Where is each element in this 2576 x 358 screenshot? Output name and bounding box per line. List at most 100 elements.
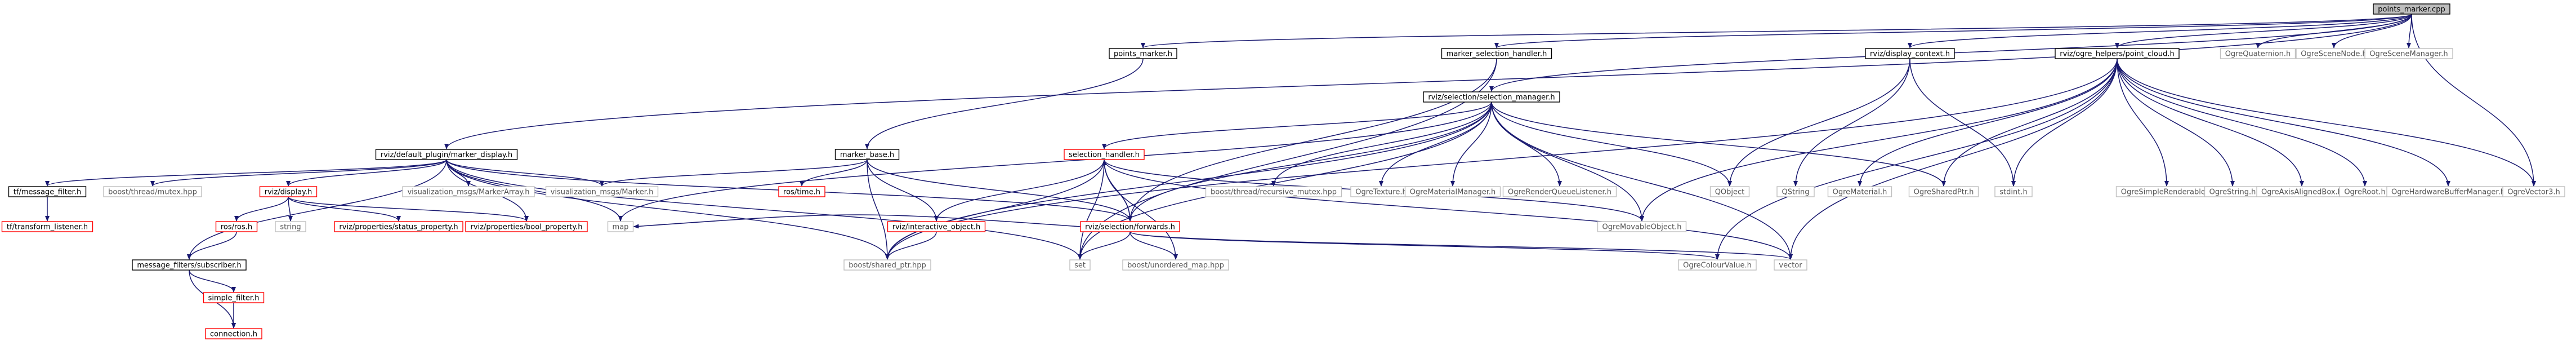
node-connection_h[interactable]: connection.h — [205, 328, 262, 339]
node-box-OgreMovableObject_h — [1597, 221, 1687, 232]
node-tf_transform_listener_h[interactable]: tf/transform_listener.h — [1, 221, 93, 232]
node-label-OgreColourValue_h: OgreColourValue.h — [1683, 262, 1752, 270]
edge-rviz_selection_selection_manager_h-to-OgreMovableObject_h — [1491, 101, 1644, 222]
node-box-boost_shared_ptr_hpp — [843, 259, 931, 271]
edge-rviz_selection_selection_manager_h-to-boost_thread_recursive_mutex_hpp — [1271, 101, 1492, 187]
edge-rviz_default_plugin_marker_display_h-to-boost_shared_ptr_hpp — [446, 159, 890, 260]
node-rviz_properties_status_property_h[interactable]: rviz/properties/status_property.h — [334, 221, 463, 232]
node-box-string — [275, 221, 306, 232]
node-points_marker_h[interactable]: points_marker.h — [1109, 48, 1177, 59]
edge-marker_base_h-to-rviz_selection_forwards_h — [867, 159, 1132, 222]
node-map: map — [607, 221, 634, 232]
node-OgreMaterial_h: OgreMaterial.h — [1827, 186, 1892, 197]
node-box-boost_thread_recursive_mutex_hpp — [1205, 186, 1342, 197]
node-marker_base_h[interactable]: marker_base.h — [834, 149, 900, 160]
node-label-boost_unordered_map_hpp: boost/unordered_map.hpp — [1127, 262, 1224, 270]
edge-rviz_selection_selection_manager_h-to-OgreTexture_h — [1379, 101, 1492, 187]
node-OgreSimpleRenderable_h: OgreSimpleRenderable.h — [2115, 186, 2218, 197]
edge-layer — [45, 14, 2536, 329]
node-label-points_marker_cpp: points_marker.cpp — [2378, 6, 2445, 14]
edge-marker_base_h-to-ros_time_h — [800, 159, 868, 187]
node-label-rviz_selection_selection_manager_h: rviz/selection/selection_manager.h — [1428, 94, 1555, 102]
node-rviz_display_context_h[interactable]: rviz/display_context.h — [1865, 48, 1955, 59]
node-points_marker_cpp[interactable]: points_marker.cpp — [2373, 3, 2450, 15]
edge-rviz_ogre_helpers_point_cloud_h-to-OgreVector3_h — [2117, 58, 2536, 187]
node-label-tf_transform_listener_h: tf/transform_listener.h — [7, 223, 88, 232]
edge-rviz_interactive_object_h-to-boost_shared_ptr_hpp — [885, 231, 937, 260]
edge-rviz_ogre_helpers_point_cloud_h-to-OgreRoot_h — [2117, 58, 2367, 187]
node-rviz_selection_selection_manager_h[interactable]: rviz/selection/selection_manager.h — [1423, 91, 1560, 103]
node-selection_handler_h[interactable]: selection_handler.h — [1064, 149, 1145, 160]
node-OgreAxisAlignedBox_h: OgreAxisAlignedBox.h — [2256, 186, 2347, 197]
edge-points_marker_cpp-to-OgreQuaternion_h — [2256, 14, 2412, 48]
edge-points_marker_cpp-to-rviz_default_plugin_marker_display_h — [444, 14, 2412, 149]
node-box-QString — [1776, 186, 1815, 197]
node-box-visualization_msgs_Marker_h — [545, 186, 659, 197]
edge-rviz_selection_selection_manager_h-to-set — [1078, 101, 1492, 260]
node-string: string — [275, 221, 306, 232]
edge-rviz_display_h-to-ros_ros_h — [234, 196, 289, 222]
node-rviz_display_h[interactable]: rviz/display.h — [259, 186, 318, 197]
node-label-OgreRenderQueueListener_h: OgreRenderQueueListener.h — [1508, 188, 1611, 197]
node-label-OgreMaterial_h: OgreMaterial.h — [1833, 188, 1887, 197]
edge-rviz_ogre_helpers_point_cloud_h-to-OgreAxisAlignedBox_h — [2117, 58, 2304, 187]
node-rviz_ogre_helpers_point_cloud_h[interactable]: rviz/ogre_helpers/point_cloud.h — [2055, 48, 2180, 59]
node-simple_filter_h[interactable]: simple_filter.h — [203, 292, 265, 303]
node-ros_time_h[interactable]: ros/time.h — [778, 186, 825, 197]
edge-rviz_ogre_helpers_point_cloud_h-to-OgreMaterial_h — [1858, 58, 2118, 187]
node-visualization_msgs_MarkerArray_h: visualization_msgs/MarkerArray.h — [402, 186, 535, 197]
node-OgreQuaternion_h: OgreQuaternion.h — [2220, 48, 2296, 59]
node-OgreVector3_h: OgreVector3.h — [2502, 186, 2565, 197]
node-QObject: QObject — [1709, 186, 1750, 197]
node-label-OgreMaterialManager_h: OgreMaterialManager.h — [1410, 188, 1496, 197]
edge-marker_base_h-to-visualization_msgs_Marker_h — [600, 159, 868, 187]
edge-rviz_selection_selection_manager_h-to-rviz_selection_forwards_h — [1128, 101, 1492, 222]
node-label-map: map — [613, 223, 629, 232]
node-box-points_marker_h — [1109, 48, 1177, 59]
node-box-marker_base_h — [834, 149, 900, 160]
node-set: set — [1069, 259, 1091, 271]
node-box-OgreColourValue_h — [1678, 259, 1757, 271]
edge-marker_selection_handler_h-to-rviz_selection_forwards_h — [1128, 58, 1497, 222]
node-tf_message_filter_h[interactable]: tf/message_filter.h — [8, 186, 87, 197]
edge-rviz_display_h-to-rviz_properties_bool_property_h — [288, 196, 529, 222]
node-label-stdint_h: stdint.h — [1999, 188, 2027, 197]
node-box-simple_filter_h — [203, 292, 265, 303]
edge-selection_handler_h-to-vector — [1104, 159, 1793, 260]
edge-rviz_default_plugin_marker_display_h-to-tf_message_filter_h — [45, 159, 447, 187]
node-box-QObject — [1709, 186, 1750, 197]
edge-message_filters_subscriber_h-to-simple_filter_h — [189, 269, 236, 293]
node-boost_thread_mutex_hpp: boost/thread/mutex.hpp — [103, 186, 202, 197]
node-rviz_interactive_object_h[interactable]: rviz/interactive_object.h — [887, 221, 986, 232]
node-box-OgreMaterial_h — [1827, 186, 1892, 197]
node-label-set: set — [1074, 262, 1086, 270]
node-label-vector: vector — [1779, 262, 1802, 270]
node-label-boost_shared_ptr_hpp: boost/shared_ptr.hpp — [849, 262, 926, 270]
node-marker_selection_handler_h[interactable]: marker_selection_handler.h — [1441, 48, 1552, 59]
node-label-tf_message_filter_h: tf/message_filter.h — [14, 188, 81, 197]
node-box-OgreSharedPtr_h — [1908, 186, 1979, 197]
edge-rviz_ogre_helpers_point_cloud_h-to-OgreColourValue_h — [1715, 58, 2118, 260]
node-OgreMovableObject_h: OgreMovableObject.h — [1597, 221, 1687, 232]
node-box-rviz_selection_selection_manager_h — [1423, 91, 1560, 103]
node-rviz_properties_bool_property_h[interactable]: rviz/properties/bool_property.h — [465, 221, 588, 232]
node-rviz_default_plugin_marker_display_h[interactable]: rviz/default_plugin/marker_display.h — [375, 149, 518, 160]
edge-rviz_default_plugin_marker_display_h-to-set — [446, 159, 1082, 260]
node-vector: vector — [1774, 259, 1807, 271]
node-OgreRoot_h: OgreRoot.h — [2339, 186, 2391, 197]
node-ros_ros_h[interactable]: ros/ros.h — [215, 221, 258, 232]
node-label-rviz_interactive_object_h: rviz/interactive_object.h — [892, 223, 981, 232]
edge-rviz_selection_forwards_h-to-map — [633, 214, 1081, 229]
node-OgreString_h: OgreString.h — [2204, 186, 2261, 197]
node-label-boost_thread_recursive_mutex_hpp: boost/thread/recursive_mutex.hpp — [1211, 188, 1337, 197]
edge-rviz_selection_forwards_h-to-set — [1078, 231, 1131, 260]
node-message_filters_subscriber_h[interactable]: message_filters/subscriber.h — [132, 259, 247, 271]
edge-rviz_selection_selection_manager_h-to-OgreSharedPtr_h — [1491, 101, 1946, 187]
node-label-points_marker_h: points_marker.h — [1114, 50, 1172, 59]
node-box-set — [1069, 259, 1091, 271]
edge-rviz_selection_forwards_h-to-selection_handler_h — [1102, 160, 1131, 222]
node-box-rviz_default_plugin_marker_display_h — [375, 149, 518, 160]
edge-rviz_display_context_h-to-QString — [1793, 58, 1910, 187]
node-rviz_selection_forwards_h[interactable]: rviz/selection/forwards.h — [1080, 221, 1180, 232]
